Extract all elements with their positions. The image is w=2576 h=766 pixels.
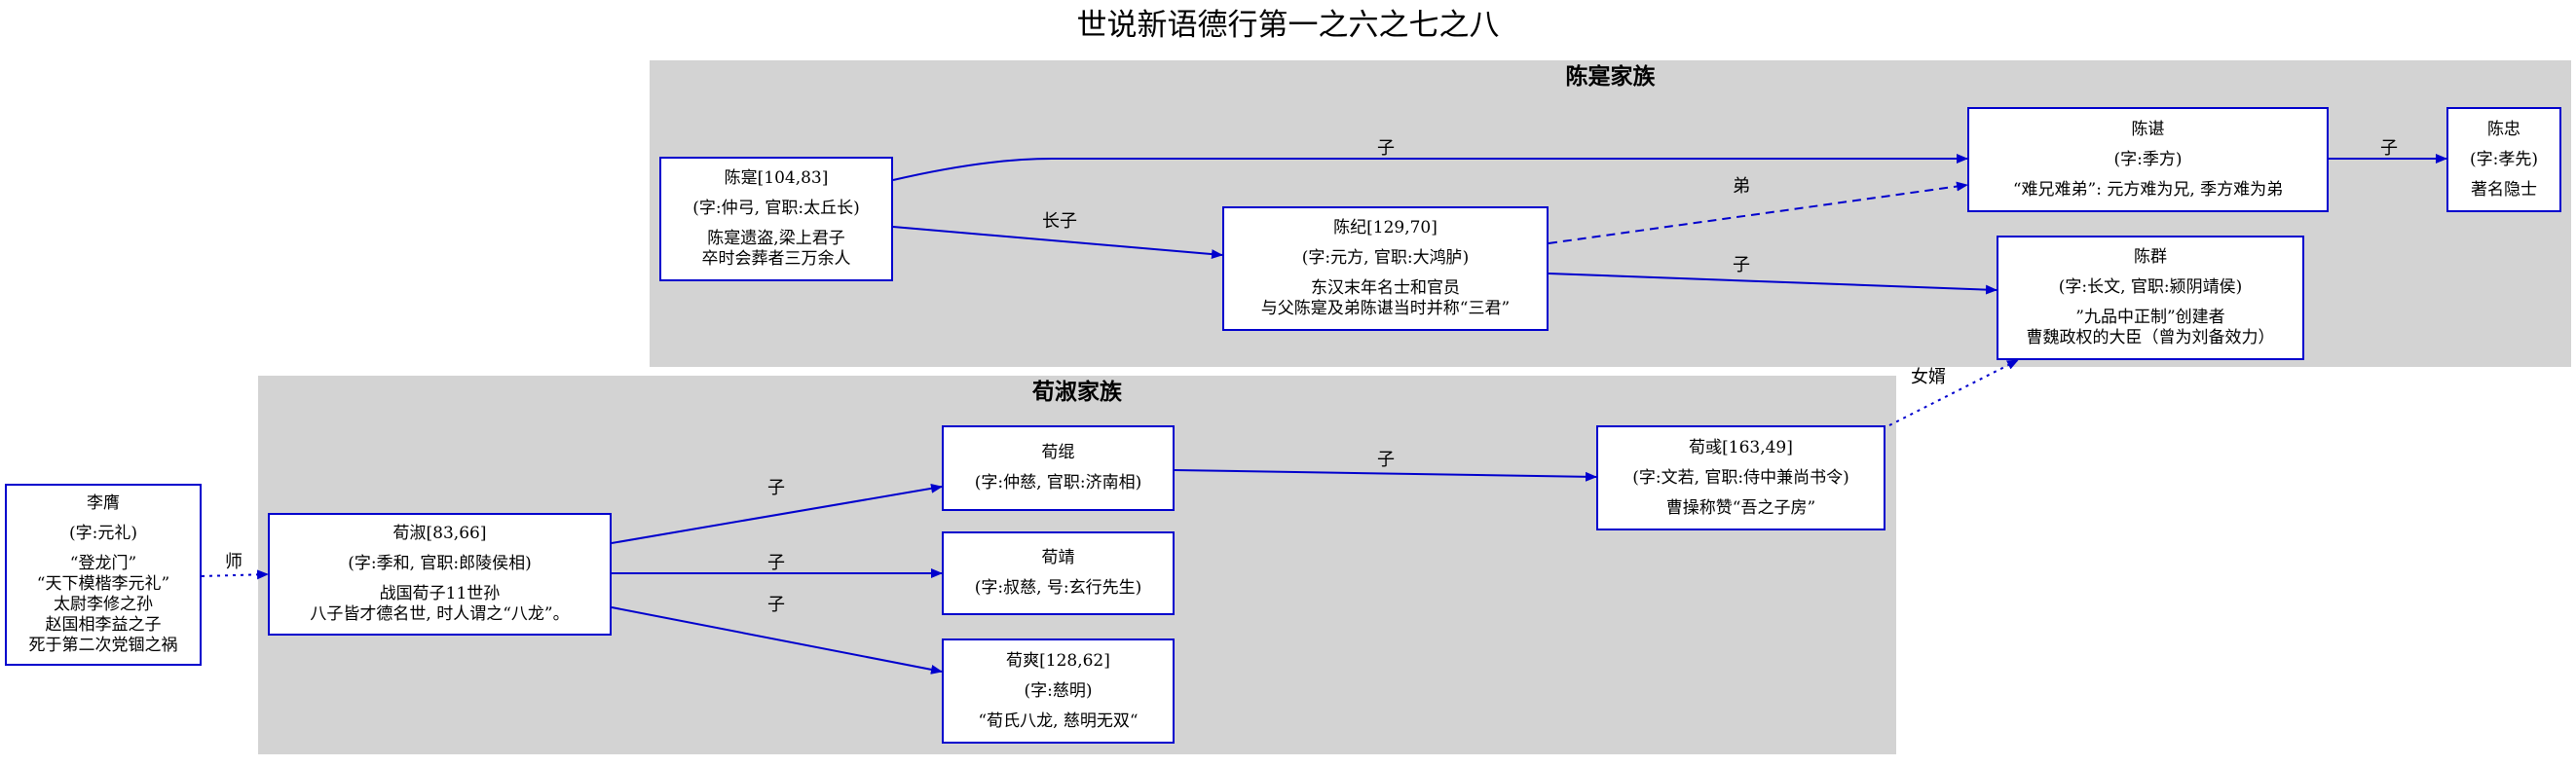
node-name: 陈群 [2134,247,2167,267]
edge-chenshi-chenji [892,226,1223,260]
node-name: 荀靖 [1041,548,1075,567]
edge-xunkun-xunyu [1174,469,1597,482]
edge-xunshu-xunshuang [611,606,943,675]
cluster-label-chen: 陈寔家族 [1565,64,1656,90]
node-name: 荀绲 [1041,443,1075,462]
node-name: 陈谌 [2131,119,2165,139]
node-chen-zhong: 陈忠 (字:孝先) 著名隐士 [2446,107,2561,212]
node-desc: 著名隐士 [2471,179,2537,200]
node-chen-chen: 陈谌 (字:季方) “难兄难弟”: 元方难为兄, 季方难为弟 [1967,107,2329,212]
node-li-ying: 李膺 (字:元礼) “登龙门” “天下模楷李元礼” 太尉李修之孙 赵国相李益之子… [5,484,202,666]
edge-label-xunyu-chenqun: 女婿 [1911,367,1946,387]
edge-label-chenji-chenchen: 弟 [1733,176,1750,197]
edge-liying-xunshu [201,569,269,580]
node-xun-kun: 荀绲 (字:仲慈, 官职:济南相) [942,425,1175,511]
node-name: 荀爽[128,62] [1006,650,1110,671]
node-zi: (字:仲慈, 官职:济南相) [974,473,1142,492]
node-desc: “难兄难弟”: 元方难为兄, 季方难为弟 [2012,179,2284,200]
node-zi: (字:季方) [2113,149,2183,169]
node-xun-yu: 荀彧[163,49] (字:文若, 官职:侍中兼尚书令) 曹操称赞“吾之子房” [1596,425,1885,530]
node-desc: ”九品中正制”创建者 曹魏政权的大臣（曾为刘备效力） [2026,308,2275,347]
edge-label-xunkun-xunyu: 子 [1377,450,1395,470]
node-xun-jing: 荀靖 (字:叔慈, 号:玄行先生) [942,531,1175,615]
edge-label-xunshu-xunjing: 子 [767,553,785,573]
node-name: 李膺 [87,493,120,513]
edge-label-chenshi-chenchen: 子 [1377,138,1395,159]
node-name: 陈纪[129,70] [1333,218,1437,237]
node-name: 陈忠 [2487,119,2520,139]
node-chen-ji: 陈纪[129,70] (字:元方, 官职:大鸿胪) 东汉末年名士和官员 与父陈寔… [1222,206,1549,331]
edge-label-chenshi-chenji: 长子 [1042,211,1077,232]
node-desc: “荀氏八龙, 慈明无双“ [978,711,1139,731]
diagram-title: 世说新语德行第一之六之七之八 [1076,8,1500,43]
node-name: 陈寔[104,83] [724,168,829,188]
node-zi: (字:元方, 官职:大鸿胪) [1301,248,1470,268]
node-desc: 曹操称赞“吾之子房” [1665,497,1816,518]
edge-chenji-chenqun [1548,273,1997,295]
edge-label-xunshu-xunshuang: 子 [767,595,785,615]
node-zi: (字:文若, 官职:侍中兼尚书令) [1632,467,1849,488]
node-chen-qun: 陈群 (字:长文, 官职:颍阴靖侯) ”九品中正制”创建者 曹魏政权的大臣（曾为… [1997,236,2304,360]
node-name: 荀淑[83,66] [392,524,487,543]
edge-xunshu-xunkun [611,483,943,544]
node-zi: (字:季和, 官职:郎陵侯相) [348,554,532,573]
node-xun-shu: 荀淑[83,66] (字:季和, 官职:郎陵侯相) 战国荀子11世孙 八子皆才德… [268,513,612,636]
node-zi: (字:孝先) [2470,149,2538,169]
node-chen-shi: 陈寔[104,83] (字:仲弓, 官职:太丘长) 陈寔遗盗,梁上君子 卒时会葬… [659,157,893,281]
edge-label-liying-xunshu: 师 [225,552,243,572]
node-desc: 东汉末年名士和官员 与父陈寔及弟陈谌当时并称“三君” [1260,278,1511,318]
node-xun-shuang: 荀爽[128,62] (字:慈明) “荀氏八龙, 慈明无双“ [942,638,1175,744]
edge-label-chenchen-chenzhong: 子 [2380,138,2398,159]
edge-chenshi-chenchen [892,154,1968,181]
node-desc: 战国荀子11世孙 八子皆才德名世, 时人谓之“八龙”。 [310,584,570,624]
cluster-label-xun: 荀淑家族 [1032,380,1122,405]
node-zi: (字:叔慈, 号:玄行先生) [974,578,1142,598]
node-name: 荀彧[163,49] [1689,437,1793,457]
edge-label-xunshu-xunkun: 子 [767,478,785,498]
node-zi: (字:元礼) [69,524,137,543]
node-zi: (字:长文, 官职:颍阴靖侯) [2058,277,2243,297]
edge-xunyu-chenqun [1888,359,2019,426]
node-zi: (字:慈明) [1024,680,1093,701]
edge-label-chenji-chenqun: 子 [1733,255,1750,275]
edge-chenji-chenchen [1548,181,1968,244]
node-desc: “登龙门” “天下模楷李元礼” 太尉李修之孙 赵国相李益之子 死于第二次党锢之祸 [28,554,178,655]
node-zi: (字:仲弓, 官职:太丘长) [692,199,860,218]
node-desc: 陈寔遗盗,梁上君子 卒时会葬者三万余人 [701,229,851,269]
